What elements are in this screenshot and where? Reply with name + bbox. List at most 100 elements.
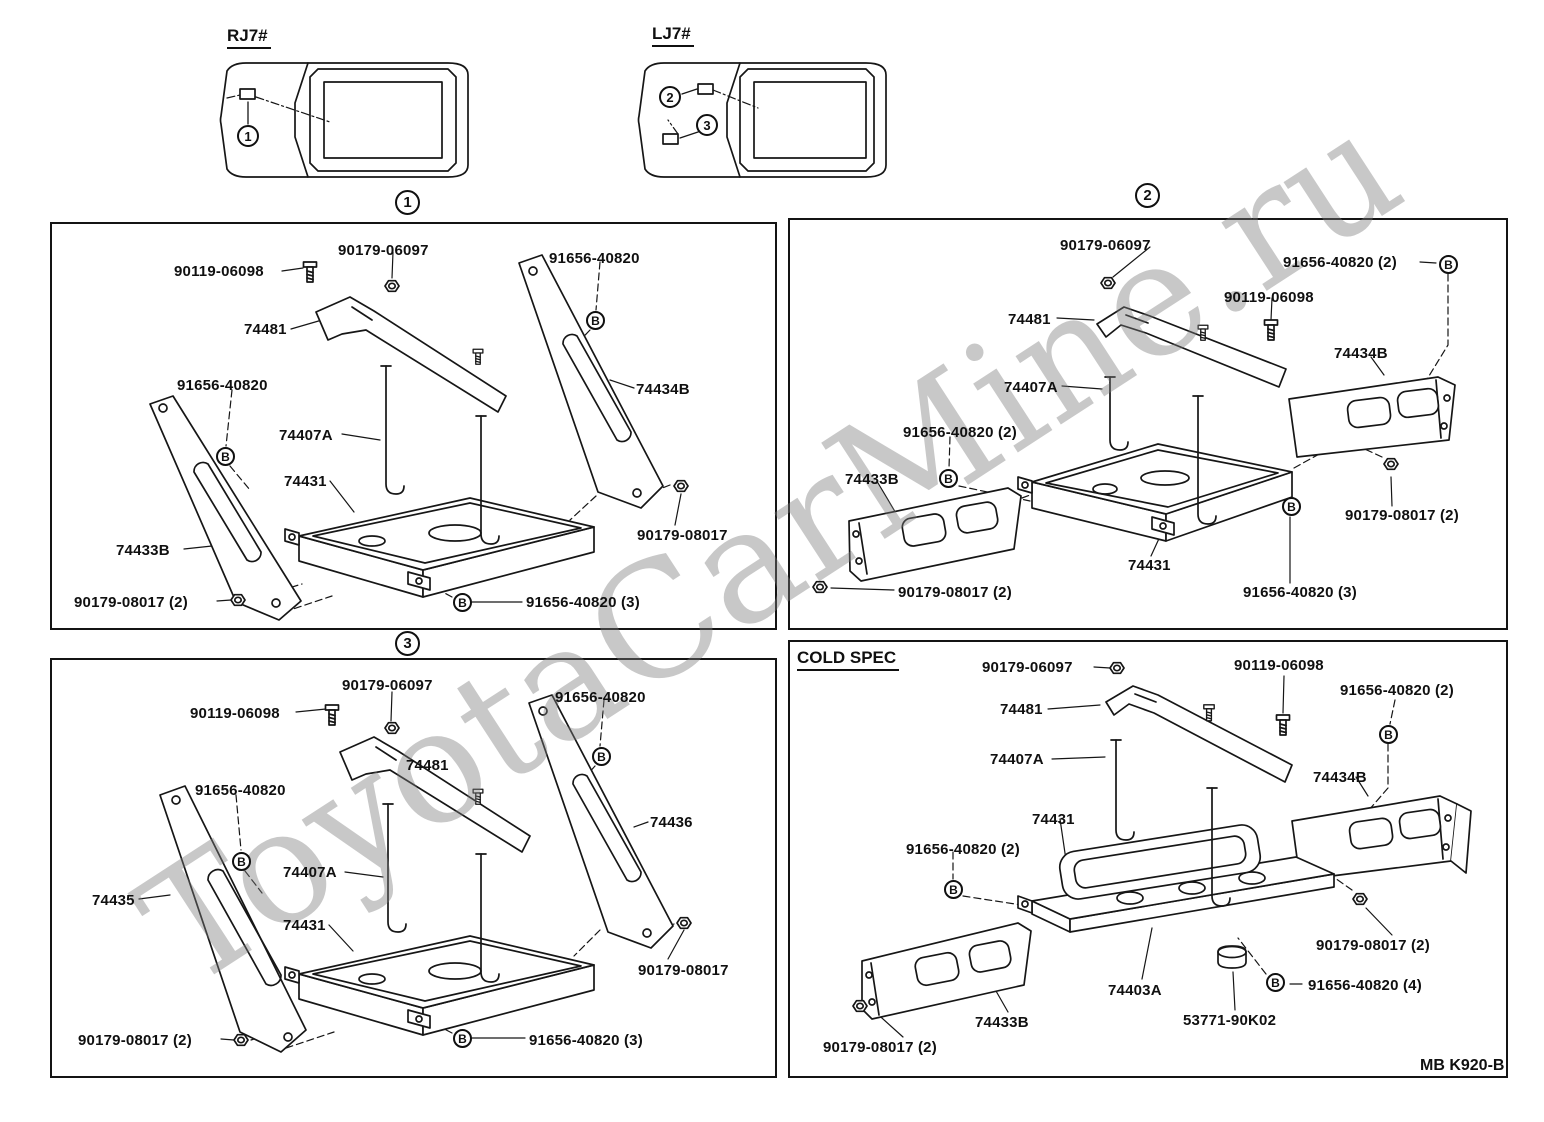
p2-label-90179-06097: 90179-06097: [1060, 237, 1151, 254]
p1-b-callout: B: [453, 593, 472, 612]
bracket-74433B: [149, 395, 302, 621]
p4-b-callout: B: [944, 880, 963, 899]
p3-label-90179-06097: 90179-06097: [342, 677, 433, 694]
panel-3-border: [50, 658, 777, 1078]
p3-label-74435: 74435: [92, 892, 135, 909]
j-bolt-74407A: [382, 803, 500, 983]
p1-label-74434B: 74434B: [636, 381, 690, 398]
hidden-lines: [867, 699, 1396, 999]
p4-label-91656-40820-2a: 91656-40820 (2): [1340, 682, 1454, 699]
p2-label-74434B: 74434B: [1334, 345, 1388, 362]
panel-2-art: [812, 246, 1456, 594]
p2-b-callout: B: [1439, 255, 1458, 274]
p4-label-90119-06098: 90119-06098: [1234, 657, 1324, 674]
p2-b-callout: B: [1282, 497, 1301, 516]
p2-label-74481: 74481: [1008, 311, 1051, 328]
battery-location-marker: [239, 88, 256, 100]
holddown-bar-74481: [315, 296, 507, 413]
p4-label-90179-08017-2a: 90179-08017 (2): [1316, 937, 1430, 954]
j-bolt-74407A: [1104, 376, 1217, 525]
p2-label-74407A: 74407A: [1004, 379, 1058, 396]
p3-label-90119-06098: 90119-06098: [190, 705, 280, 722]
p3-label-91656-40820-a: 91656-40820: [555, 689, 646, 706]
panel-4-border: [788, 640, 1508, 1078]
cushion-53771-90K02: [1217, 945, 1247, 969]
p4-label-90179-08017-2b: 90179-08017 (2): [823, 1039, 937, 1056]
p4-b-callout: B: [1266, 973, 1285, 992]
p1-label-74407A: 74407A: [279, 427, 333, 444]
panel-2-callout: 2: [1135, 183, 1160, 208]
p3-b-callout: B: [232, 852, 251, 871]
p1-label-74433B: 74433B: [116, 542, 170, 559]
p3-label-91656-40820-b: 91656-40820: [195, 782, 286, 799]
vehicle-lj7-art: [637, 62, 887, 178]
p1-label-90119-06098: 90119-06098: [174, 263, 264, 280]
p1-label-74481: 74481: [244, 321, 287, 338]
p2-label-90179-08017-2a: 90179-08017 (2): [898, 584, 1012, 601]
p1-b-callout: B: [216, 447, 235, 466]
battery-tray-74431: [284, 935, 595, 1036]
panel-1-border: [50, 222, 777, 630]
p3-label-74407A: 74407A: [283, 864, 337, 881]
bracket-74434B: [518, 254, 664, 509]
battery-tray-74431: [284, 497, 595, 598]
p1-label-91656-40820-3: 91656-40820 (3): [526, 594, 640, 611]
bracket-74434B: [1291, 795, 1472, 881]
holddown-bar-74481: [339, 736, 531, 853]
p4-b-callout: B: [1379, 725, 1398, 744]
p3-label-91656-40820-3: 91656-40820 (3): [529, 1032, 643, 1049]
battery-gasket-74431: [1058, 824, 1262, 900]
panel-4-art: [852, 661, 1472, 1038]
p3-label-90179-08017-2: 90179-08017 (2): [78, 1032, 192, 1049]
cold-spec-title: COLD SPEC: [797, 648, 900, 671]
leader-lines: [183, 251, 682, 603]
bracket-74433B: [848, 487, 1022, 582]
p4-label-74407A: 74407A: [990, 751, 1044, 768]
p4-label-74434B: 74434B: [1313, 769, 1367, 786]
leader-lines: [872, 666, 1393, 1038]
carrier-plate-74403A: [1017, 856, 1335, 933]
p3-label-74436: 74436: [650, 814, 693, 831]
drawing-code: MB K920-B: [1420, 1057, 1505, 1074]
p4-label-74481: 74481: [1000, 701, 1043, 718]
p4-label-91656-40820-4: 91656-40820 (4): [1308, 977, 1422, 994]
p3-label-90179-08017: 90179-08017: [638, 962, 729, 979]
vehicle-lj7-callout-3: 3: [696, 114, 718, 136]
p2-label-74433B: 74433B: [845, 471, 899, 488]
panel-3-callout: 3: [395, 631, 420, 656]
p2-label-91656-40820-2b: 91656-40820 (2): [903, 424, 1017, 441]
bracket-74435: [159, 785, 307, 1053]
p2-b-callout: B: [939, 469, 958, 488]
p3-b-callout: B: [453, 1029, 472, 1048]
holddown-bar-74481: [1105, 685, 1293, 783]
panel-3-art: [138, 691, 692, 1053]
vehicle-code-rj7: RJ7#: [227, 26, 271, 49]
p4-label-53771-90K02: 53771-90K02: [1183, 1012, 1277, 1029]
vehicle-code-lj7: LJ7#: [652, 24, 694, 47]
p1-label-74431: 74431: [284, 473, 327, 490]
p1-label-91656-40820-b: 91656-40820: [177, 377, 268, 394]
panel-1-art: [149, 251, 689, 621]
p2-label-90179-08017-2b: 90179-08017 (2): [1345, 507, 1459, 524]
p1-label-90179-08017-2: 90179-08017 (2): [74, 594, 188, 611]
p3-b-callout: B: [592, 747, 611, 766]
p4-label-74431: 74431: [1032, 811, 1075, 828]
p2-label-90119-06098: 90119-06098: [1224, 289, 1314, 306]
vehicle-rj7-art: [219, 62, 469, 178]
holddown-bar-74481: [1096, 306, 1287, 388]
battery-tray-74431: [1017, 443, 1293, 542]
panel-1-callout: 1: [395, 190, 420, 215]
vehicle-rj7-callout-1: 1: [237, 125, 259, 147]
p4-label-90179-06097: 90179-06097: [982, 659, 1073, 676]
p2-label-91656-40820-3: 91656-40820 (3): [1243, 584, 1357, 601]
j-bolt-74407A: [380, 365, 500, 545]
battery-location-marker: [662, 133, 679, 145]
p3-label-74431: 74431: [283, 917, 326, 934]
bracket-74433B: [861, 922, 1032, 1020]
p4-label-91656-40820-2b: 91656-40820 (2): [906, 841, 1020, 858]
panel-2-border: [788, 218, 1508, 630]
bracket-74434B: [1288, 376, 1456, 458]
bracket-74436: [528, 694, 674, 949]
